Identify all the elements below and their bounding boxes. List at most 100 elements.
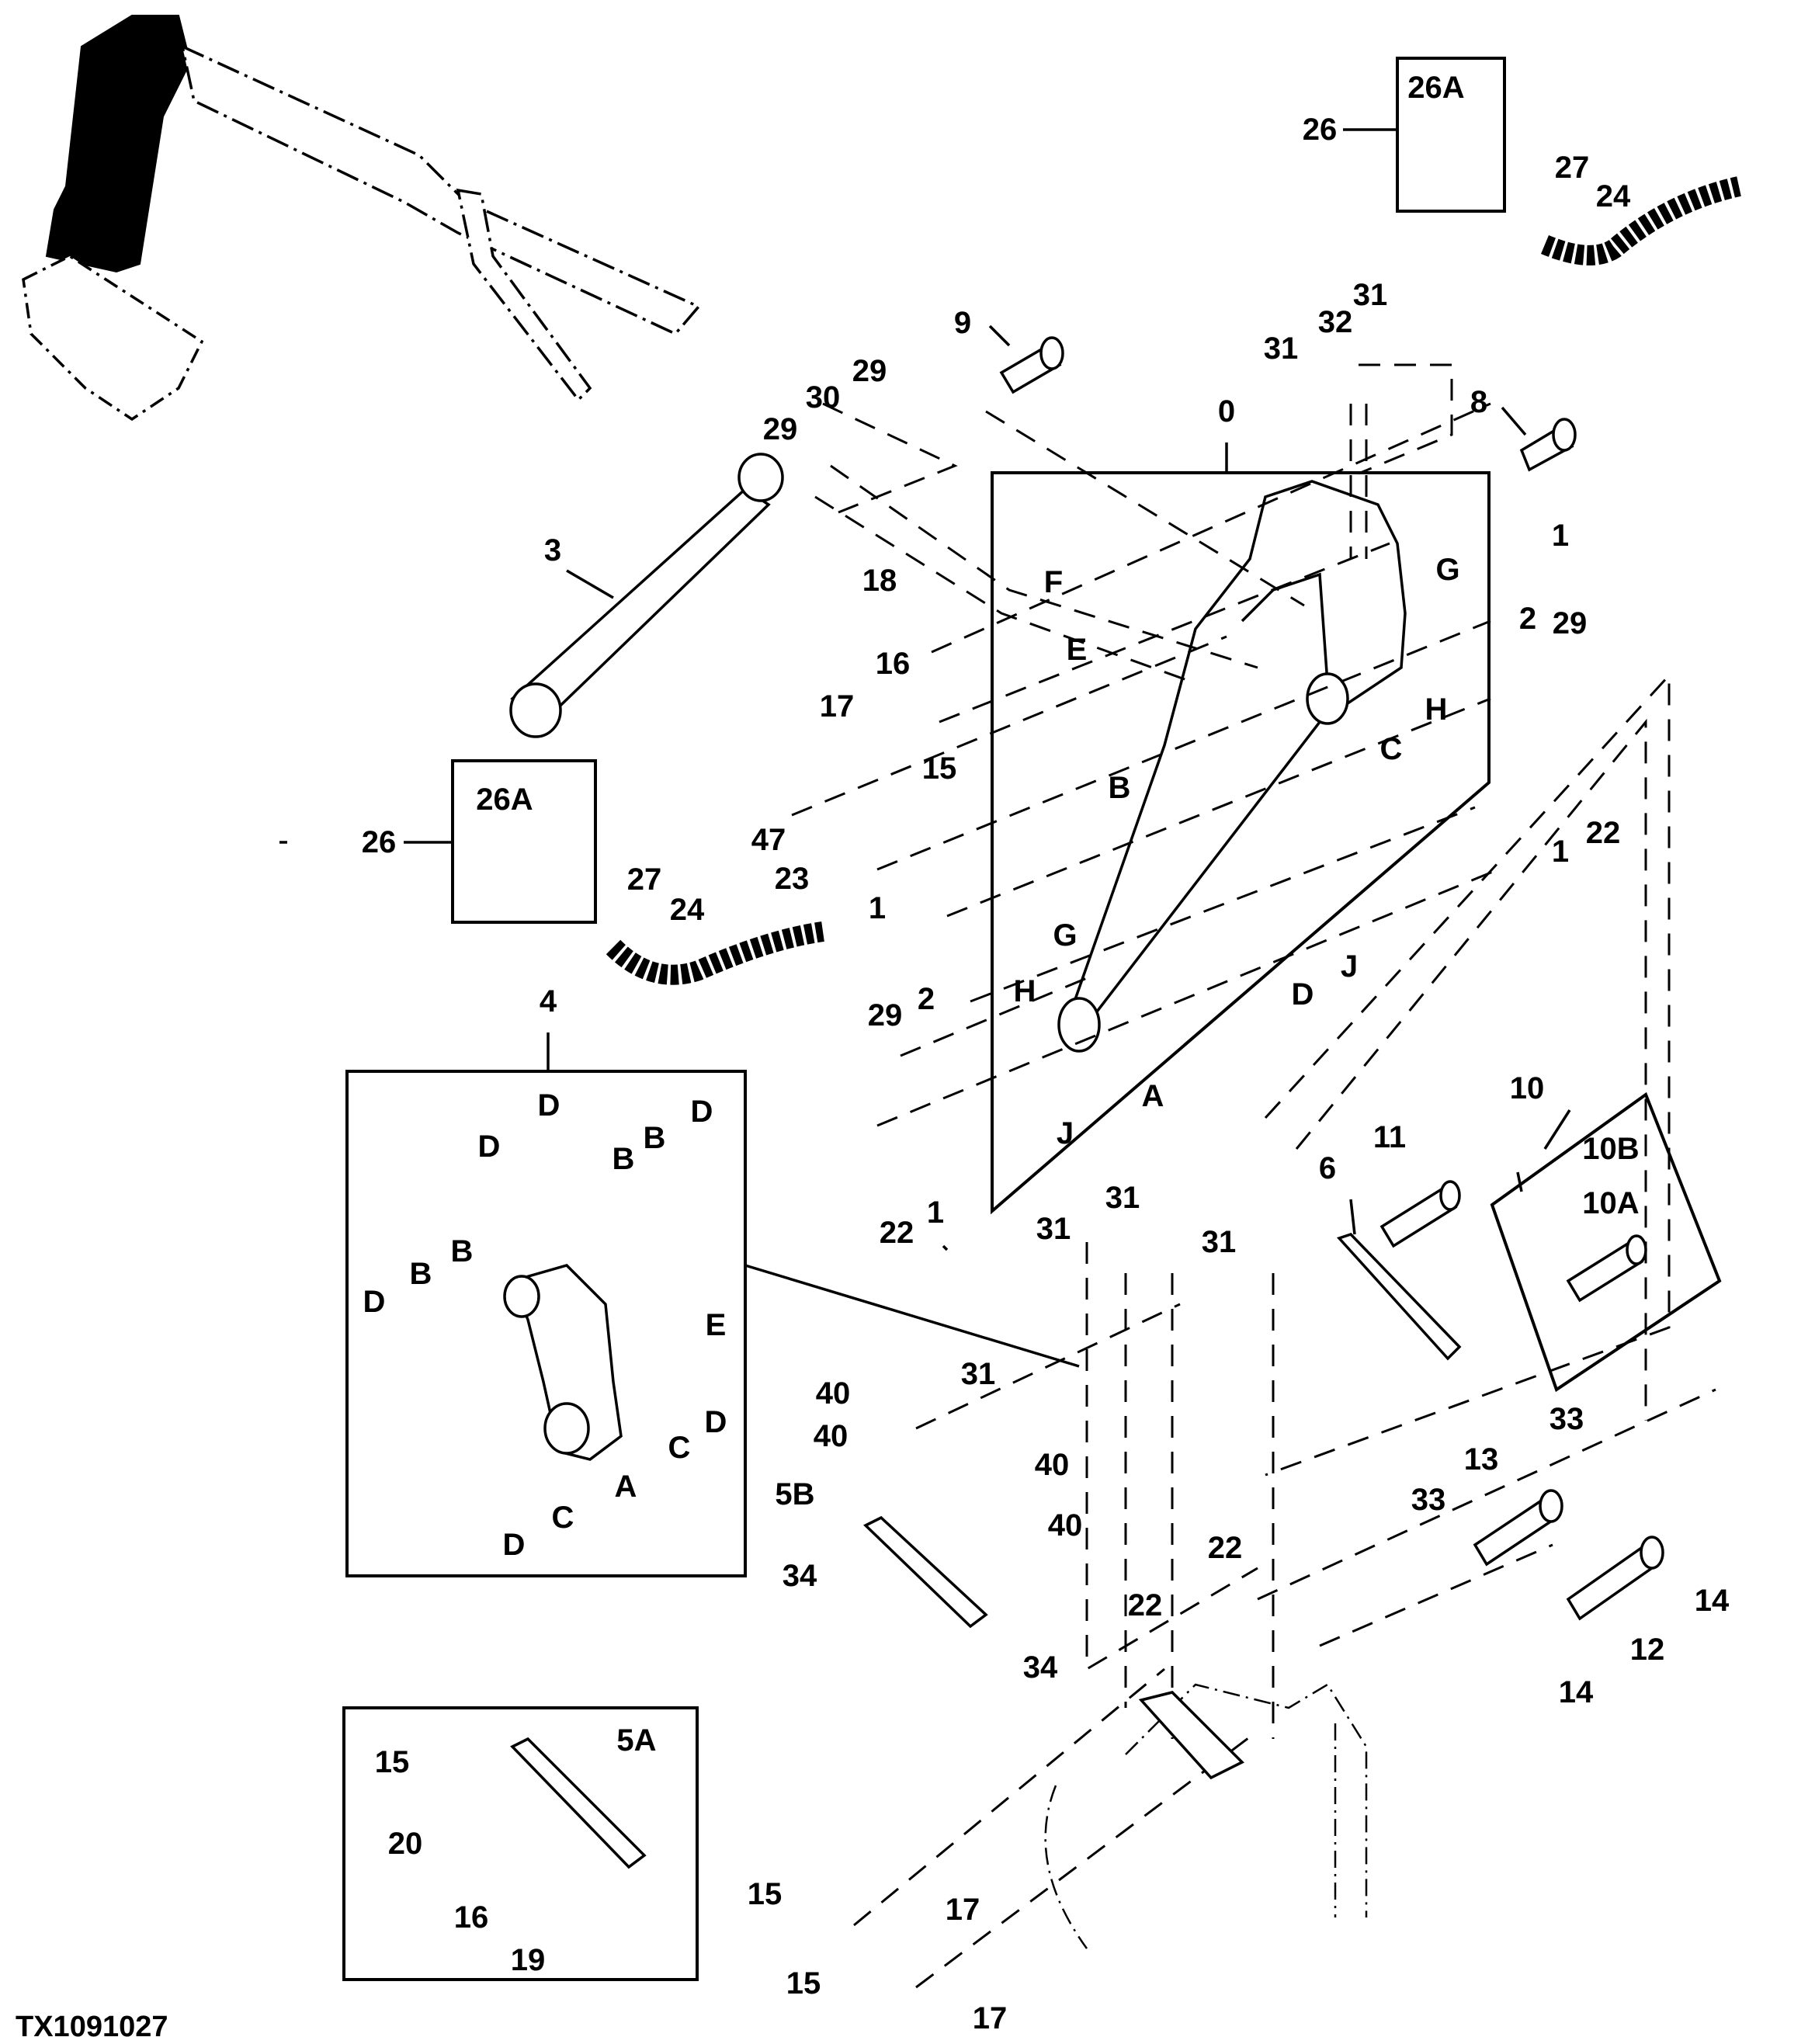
group-box-5A: [342, 1706, 699, 1981]
callout-label: D: [477, 1130, 501, 1164]
callout-label: 14: [1694, 1584, 1730, 1618]
callout-label: 34: [782, 1559, 817, 1593]
callout-label: 31: [1105, 1181, 1140, 1215]
callout-label: 10: [1509, 1071, 1545, 1105]
pins: [999, 336, 1664, 1621]
callout-label: 17: [945, 1893, 980, 1927]
callout-label: J: [1056, 1116, 1074, 1150]
callout-label: 22: [1207, 1531, 1243, 1565]
hydraulic-cylinder-3: [509, 453, 784, 738]
callout-label: 17: [972, 2001, 1008, 2035]
callout-label: 31: [1352, 278, 1388, 312]
callout-label: A: [1141, 1079, 1164, 1113]
callout-label: 20: [387, 1827, 423, 1861]
callout-label: D: [537, 1088, 560, 1123]
callout-label: 10B: [1582, 1132, 1640, 1166]
callout-label: 5B: [775, 1477, 815, 1511]
callout-label: 22: [1127, 1588, 1163, 1622]
callout-label: 29: [762, 412, 798, 446]
callout-label: 22: [879, 1216, 914, 1250]
callout-label: 16: [875, 647, 911, 681]
callout-label: A: [614, 1470, 637, 1504]
callout-label: 2: [917, 982, 935, 1016]
callout-label: H: [1425, 692, 1448, 727]
callout-label: C: [668, 1431, 691, 1465]
callout-label: 3: [543, 533, 562, 567]
callout-label: 1: [1551, 519, 1570, 553]
callout-label: 31: [960, 1357, 996, 1391]
callout-label: D: [363, 1285, 386, 1319]
callout-label: 34: [1022, 1650, 1058, 1685]
callout-label: 31: [1263, 331, 1299, 366]
leader-lines: [279, 324, 1527, 1251]
callout-label: D: [690, 1095, 713, 1129]
callout-label: 29: [867, 998, 903, 1032]
callout-label: 15: [921, 751, 957, 786]
group-box-26-top: [1396, 57, 1506, 213]
figure-id: TX1091027: [16, 2011, 168, 2043]
excavator-arm-context-illustration: [22, 15, 701, 422]
link-6: [1336, 1232, 1462, 1361]
callout-label: D: [1291, 977, 1314, 1012]
callout-label: 13: [1463, 1442, 1499, 1477]
callout-label: 9: [953, 306, 972, 340]
callout-label: 19: [510, 1943, 546, 1977]
callout-label: 1: [868, 891, 887, 925]
callout-label: 26: [1302, 113, 1338, 147]
callout-label: 1: [926, 1196, 945, 1230]
callout-label: E: [705, 1308, 727, 1342]
assembly-axis-lines: [791, 363, 1716, 1989]
group-box-10: [1490, 1091, 1722, 1393]
callout-label: B: [643, 1121, 666, 1155]
callout-label: C: [551, 1501, 574, 1535]
callout-label: 31: [1201, 1225, 1237, 1259]
callout-label: 6: [1318, 1151, 1337, 1185]
callout-label: 40: [815, 1376, 851, 1411]
callout-label: 27: [626, 862, 662, 897]
callout-label: 31: [1036, 1212, 1071, 1246]
grease-hose-24-left: [606, 921, 824, 985]
callout-label: 15: [747, 1877, 783, 1911]
grease-hose-24-top: [1541, 176, 1741, 265]
callout-label: 29: [852, 354, 887, 388]
callout-label: 12: [1629, 1633, 1665, 1667]
callout-label: 14: [1558, 1675, 1594, 1709]
callout-label: 15: [374, 1745, 410, 1779]
callout-label: C: [1379, 732, 1403, 766]
boom-weldment: [1057, 480, 1407, 1053]
callout-label: 0: [1217, 394, 1236, 429]
callout-label: 10A: [1582, 1186, 1640, 1220]
callout-label: 40: [1034, 1448, 1070, 1482]
callout-label: 24: [669, 893, 705, 927]
callout-label: 40: [813, 1419, 849, 1453]
callout-label: 24: [1595, 179, 1631, 213]
callout-label: 47: [751, 823, 786, 857]
callout-label: B: [409, 1257, 432, 1291]
callout-label: D: [502, 1528, 526, 1562]
callout-label: 27: [1554, 151, 1590, 185]
callout-label: J: [1340, 949, 1359, 984]
callout-label: 26A: [476, 783, 533, 817]
callout-label: 11: [1373, 1120, 1407, 1154]
group-box-4: [345, 1070, 747, 1577]
callout-label: 23: [774, 862, 810, 896]
callout-label: D: [704, 1405, 727, 1439]
callout-label: 22: [1585, 816, 1621, 850]
callout-label: G: [1053, 918, 1078, 953]
group-box-0: [991, 471, 1491, 1215]
callout-label: 30: [805, 380, 841, 415]
callout-label: 33: [1549, 1402, 1584, 1436]
callout-label: 2: [1518, 602, 1537, 636]
callout-label: 32: [1317, 305, 1353, 339]
callout-label: F: [1043, 565, 1064, 599]
callout-label: 8: [1470, 385, 1488, 419]
callout-label: 17: [819, 689, 855, 724]
callout-label: H: [1013, 974, 1036, 1008]
callout-label: E: [1066, 633, 1088, 667]
callout-label: 5A: [616, 1723, 657, 1758]
link-assembly-detail: [503, 1264, 623, 1461]
bucket-linkage: [1044, 1683, 1368, 1949]
callout-label: 26A: [1407, 71, 1465, 105]
